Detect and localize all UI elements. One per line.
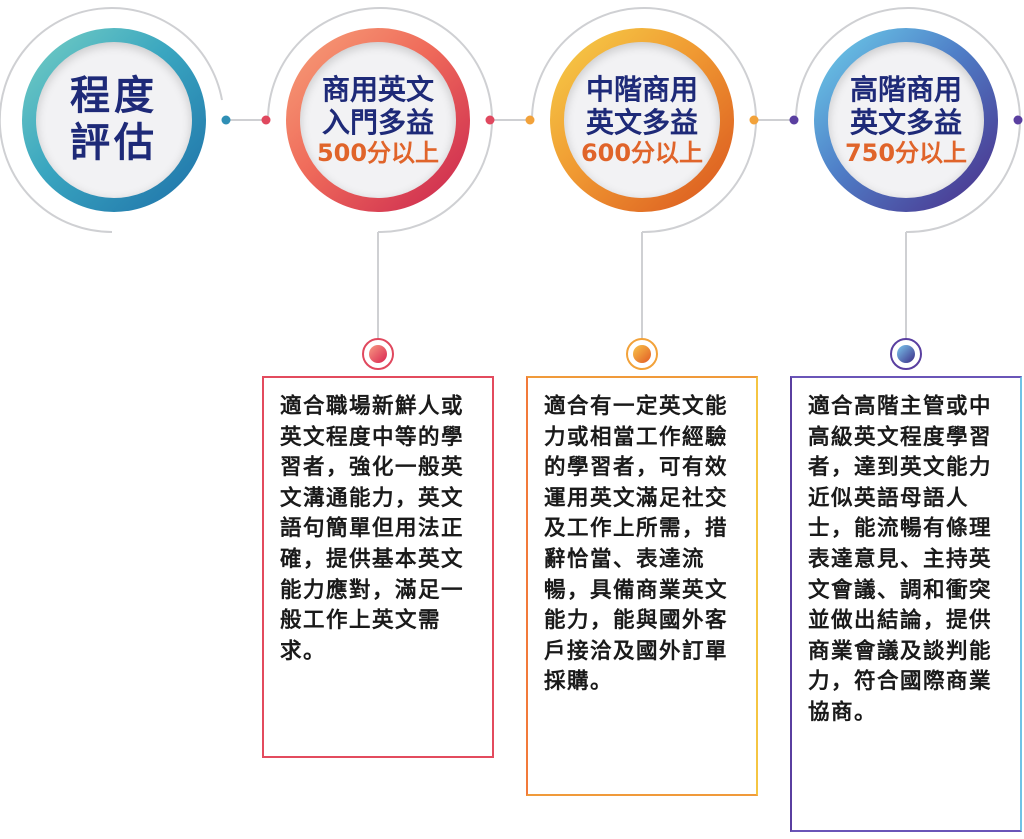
step-intermediate-line1: 中階商用 — [585, 72, 698, 106]
step-intermediate: 中階商用 英文多益 600分以上 — [550, 28, 734, 212]
step-advanced-level: 750分以上 — [844, 138, 968, 167]
step-advanced-line2: 英文多益 — [849, 105, 962, 139]
description-box-advanced: 適合高階主管或中高級英文程度學習者，達到英文能力近似英語母語人士，能流暢有條理表… — [790, 376, 1022, 832]
description-box-beginner: 適合職場新鮮人或英文程度中等的學習者，強化一般英文溝通能力，英文語句簡單但用法正… — [262, 376, 494, 758]
step-intermediate-level: 600分以上 — [580, 138, 704, 167]
description-box-intermediate: 適合有一定英文能力或相當工作經驗的學習者，可有效運用英文滿足社交及工作上所需，措… — [526, 376, 758, 796]
connector-dot — [749, 115, 759, 125]
outer-arc-3 — [531, 7, 757, 234]
ring-marker-2 — [362, 338, 394, 370]
connector-dots — [221, 115, 1023, 125]
vertical-connectors — [377, 232, 907, 340]
outer-arc-2 — [267, 7, 493, 234]
step-beginner-inner: 商用英文 入門多益 500分以上 — [300, 42, 456, 198]
description-text-advanced: 適合高階主管或中高級英文程度學習者，達到英文能力近似英語母語人士，能流暢有條理表… — [808, 394, 993, 725]
step-intermediate-line2: 英文多益 — [585, 105, 698, 139]
step-assessment-line2: 評估 — [70, 120, 158, 166]
step-advanced-line1: 高階商用 — [849, 72, 962, 106]
description-text-intermediate: 適合有一定英文能力或相當工作經驗的學習者，可有效運用英文滿足社交及工作上所需，措… — [544, 394, 729, 695]
outer-arc-4 — [795, 7, 1021, 234]
step-assessment-line1: 程度 — [70, 72, 158, 119]
connector-dot — [485, 115, 495, 125]
step-assessment-inner: 程度 評估 — [36, 42, 192, 198]
step-assessment: 程度 評估 — [22, 28, 206, 212]
connector-dot — [525, 115, 535, 125]
step-intermediate-inner: 中階商用 英文多益 600分以上 — [564, 42, 720, 198]
description-text-beginner: 適合職場新鮮人或英文程度中等的學習者，強化一般英文溝通能力，英文語句簡單但用法正… — [280, 394, 465, 664]
connector-dot — [789, 115, 799, 125]
outer-arcs — [0, 7, 1021, 234]
ring-marker-4 — [890, 338, 922, 370]
connector-dot — [221, 115, 231, 125]
step-beginner-level: 500分以上 — [316, 138, 440, 167]
outer-arc-1 — [0, 7, 223, 233]
step-beginner-line2: 入門多益 — [321, 105, 434, 139]
connector-dot — [261, 115, 271, 125]
connector-dot — [1013, 115, 1023, 125]
step-beginner-line1: 商用英文 — [321, 72, 434, 106]
step-advanced: 高階商用 英文多益 750分以上 — [814, 28, 998, 212]
step-beginner: 商用英文 入門多益 500分以上 — [286, 28, 470, 212]
ring-marker-3 — [626, 338, 658, 370]
step-advanced-inner: 高階商用 英文多益 750分以上 — [828, 42, 984, 198]
